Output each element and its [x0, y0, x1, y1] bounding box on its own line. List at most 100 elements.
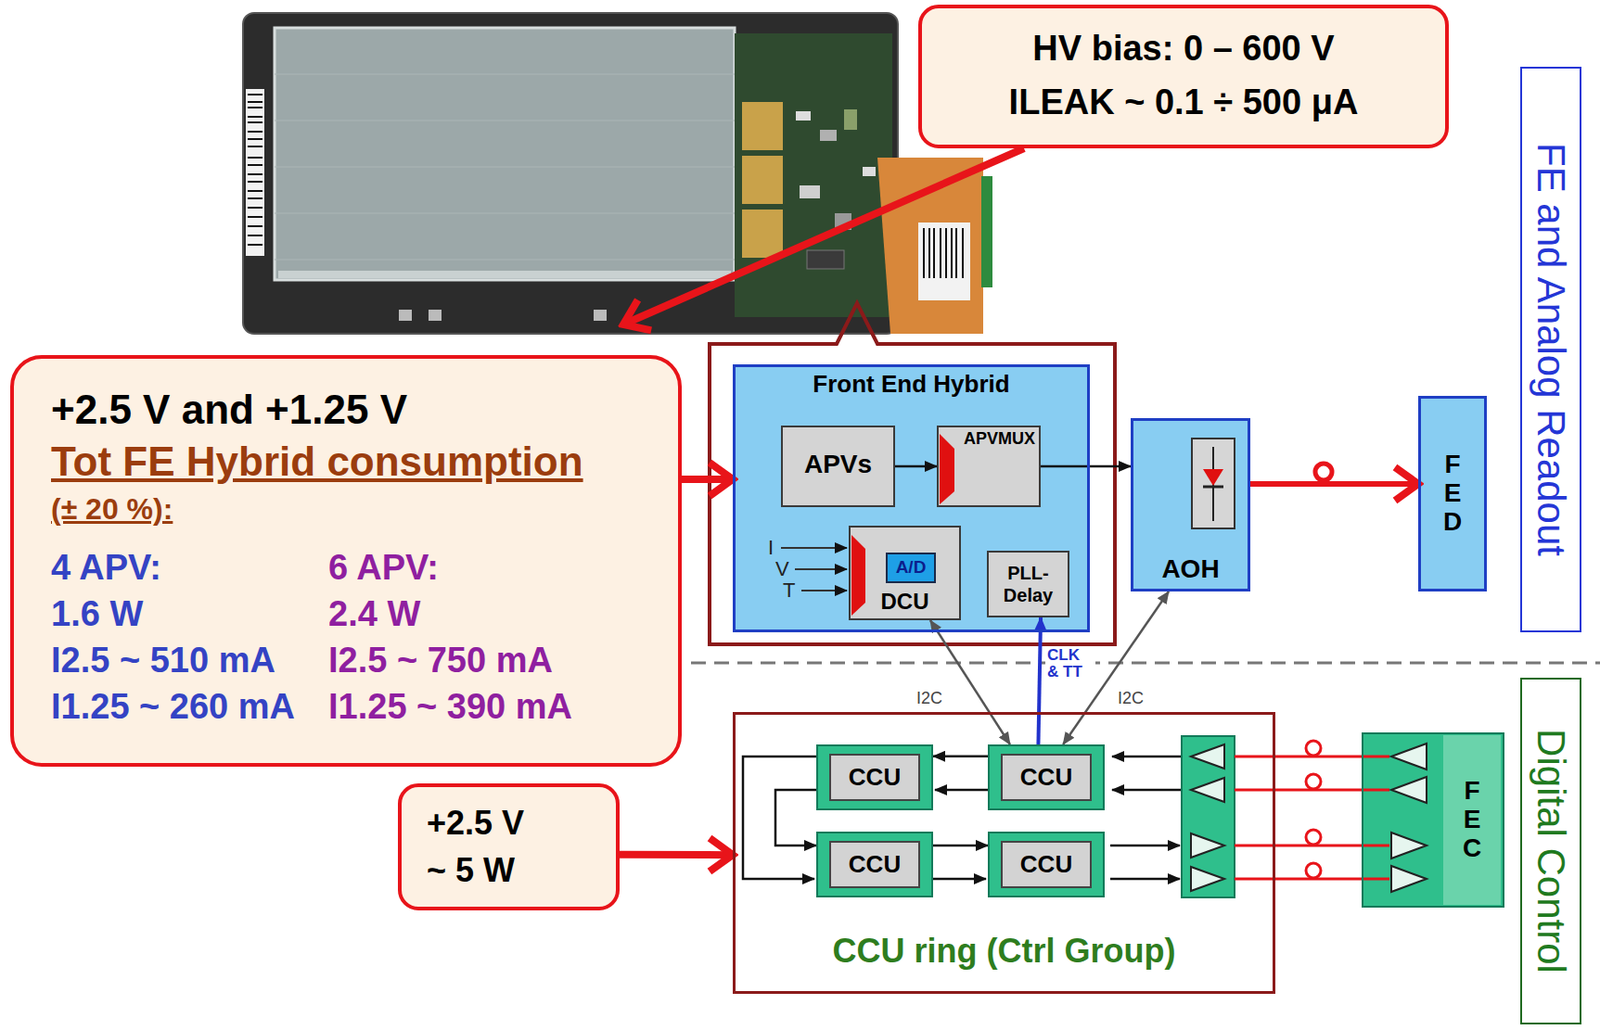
- node-label: Tot FE Hybrid consumption: [51, 438, 584, 487]
- carbon-frame: [243, 12, 898, 334]
- driver-box: FED: [1418, 396, 1487, 592]
- connector-label: CLK & TT: [1045, 647, 1096, 681]
- node-label: I2.5 ~ 510 mA: [51, 640, 276, 682]
- ring-wires: [742, 756, 1182, 880]
- kapton-flex: [877, 157, 984, 334]
- section-band: FE and Analog Readout: [1520, 66, 1582, 633]
- connector: [1037, 617, 1041, 745]
- zoom-frame: [709, 303, 1115, 645]
- node-ground: [885, 552, 936, 584]
- frame-pads: [398, 309, 607, 321]
- connector: [619, 851, 733, 859]
- fiber-driver-symbol: [1391, 866, 1427, 893]
- mux-box: APVMUX: [936, 425, 1041, 508]
- node-label: CCU: [829, 754, 921, 802]
- laser-diode-symbol: [1191, 438, 1235, 529]
- node-label: AOH: [1133, 554, 1248, 585]
- signal-label: I: [768, 536, 774, 561]
- fiber-loop: [1315, 463, 1332, 481]
- node-ground: [732, 364, 1090, 633]
- control-fibers: [1234, 741, 1390, 880]
- callout-box: +2.5 V and +1.25 VTot FE Hybrid consumpt…: [10, 355, 682, 768]
- node-label: Front End Hybrid: [735, 371, 1088, 399]
- node-ground: [397, 783, 620, 911]
- signal-label: T: [782, 578, 795, 603]
- pitch-adapter: [742, 155, 783, 205]
- connector: [1250, 481, 1419, 487]
- barcode-bars: [923, 228, 963, 279]
- adc-box: A/D: [885, 552, 936, 584]
- controller-box: FEC: [1361, 732, 1505, 909]
- node-label: 2.4 W: [328, 594, 421, 636]
- node-label: PLL- Delay: [992, 562, 1064, 607]
- chip-box: PLL- Delay: [986, 550, 1070, 618]
- connector: [681, 475, 733, 484]
- pitch-adapter: [742, 209, 783, 258]
- node-label: CCU: [829, 841, 921, 889]
- node-label: APVs: [782, 449, 894, 480]
- connector: [933, 755, 988, 759]
- node-label: I2.5 ~ 750 mA: [328, 640, 553, 682]
- connector: [775, 790, 817, 846]
- node-label: 1.6 W: [51, 594, 143, 636]
- connector: [933, 844, 988, 848]
- node-label: A/D: [887, 557, 935, 578]
- node-label: CCU: [1000, 754, 1092, 802]
- chip-box: APVs: [780, 425, 896, 508]
- callout-box: +2.5 V ~ 5 W: [397, 783, 620, 911]
- mux-symbol: [939, 434, 955, 505]
- node-ground: [987, 744, 1105, 811]
- leader-arrow: [623, 148, 1024, 325]
- connector: [895, 465, 937, 469]
- node-label: CCU ring (Ctrl Group): [735, 932, 1273, 971]
- node-ground: [1418, 396, 1487, 592]
- fiber-driver-symbol: [1391, 832, 1427, 859]
- node-label: HV bias: 0 – 600 V: [921, 28, 1446, 70]
- silicon-sensor: [274, 27, 735, 281]
- ccu-box: CCU: [816, 744, 934, 811]
- pitch-adapter: [742, 102, 783, 151]
- fiber-driver-symbol: [1391, 743, 1427, 770]
- sensor-edge: [278, 270, 731, 279]
- sensor-strips: [274, 74, 735, 260]
- node-label: 6 APV:: [328, 548, 439, 589]
- node-label: FE and Analog Readout: [1528, 142, 1574, 557]
- node-ground: [780, 425, 896, 508]
- section-divider: [691, 662, 1600, 666]
- ring-box: CCU ring (Ctrl Group) CCU CCU CCU CCU: [732, 712, 1276, 995]
- chip-box: DCUA/D: [848, 525, 961, 621]
- node-label: +2.5 V: [426, 804, 525, 843]
- module-photo: [243, 12, 993, 334]
- node-label: ILEAK ~ 0.1 ÷ 500 μA: [921, 82, 1446, 124]
- ccu-box: CCU: [987, 832, 1105, 898]
- node-ground: [918, 4, 1449, 149]
- signal-label: V: [775, 557, 790, 582]
- optical-transceiver: [1181, 736, 1235, 898]
- connector-label: I2C: [914, 688, 945, 709]
- mux-symbol: [851, 535, 866, 616]
- ccu-box: CCU: [816, 832, 934, 898]
- node-label: Digital Control: [1528, 729, 1574, 974]
- barcode-bars: [247, 94, 263, 245]
- node-ground: [816, 744, 934, 811]
- callout-box: HV bias: 0 – 600 V ILEAK ~ 0.1 ÷ 500 μA: [918, 4, 1449, 149]
- optohybrid-box: AOH: [1130, 418, 1251, 592]
- node-label: CCU: [1000, 841, 1092, 889]
- node-label: APVMUX: [963, 429, 1036, 449]
- node-label: I1.25 ~ 260 mA: [51, 687, 295, 729]
- ccu-box: CCU: [987, 744, 1105, 811]
- node-ground: [816, 832, 934, 898]
- node-label: 4 APV:: [51, 548, 162, 589]
- node-ground: [732, 712, 1276, 995]
- connector: [930, 620, 1011, 745]
- node-label: ~ 5 W: [426, 851, 515, 890]
- barcode-label: [918, 222, 971, 301]
- node-label: +2.5 V and +1.25 V: [51, 386, 408, 435]
- connector: [1040, 465, 1131, 469]
- node-label: FEC: [1459, 777, 1485, 863]
- node-ground: [1361, 732, 1505, 909]
